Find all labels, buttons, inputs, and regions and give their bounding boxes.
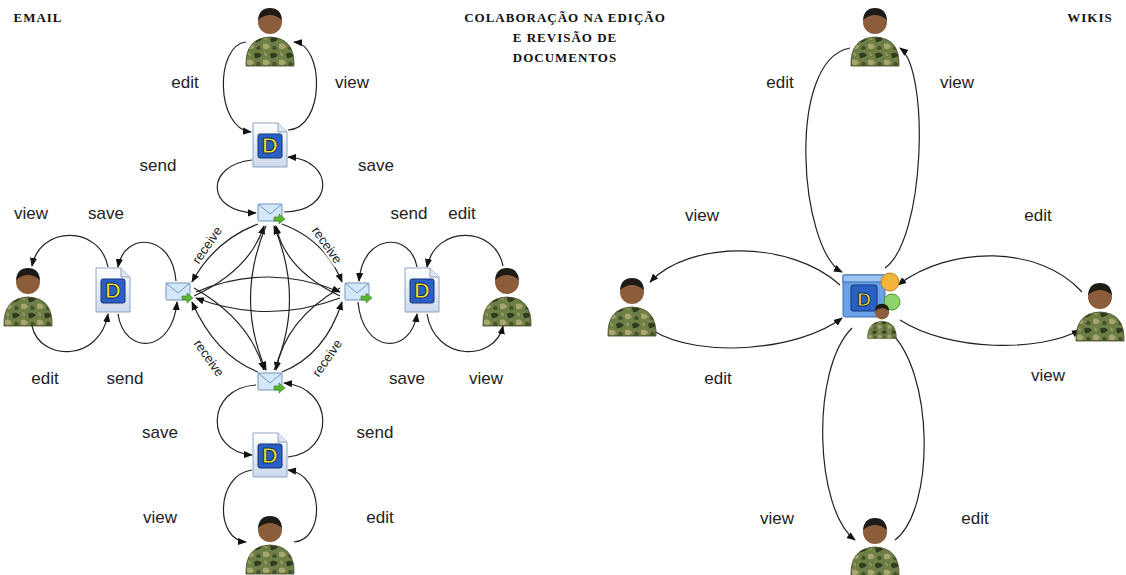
person-icons — [4, 268, 52, 326]
action-label: edit — [1022, 206, 1053, 225]
action-label: view — [467, 369, 505, 388]
email-icons — [258, 204, 285, 224]
wiki-icon — [843, 273, 900, 339]
action-label: view — [333, 73, 371, 92]
wiki-icon — [843, 275, 885, 282]
wiki-icon — [881, 273, 899, 291]
flow-arrows — [274, 226, 290, 370]
document-letter: D — [857, 290, 871, 309]
action-label: edit — [959, 509, 990, 528]
flow-arrows — [427, 235, 503, 267]
action-label: view — [12, 204, 50, 223]
action-label: send — [355, 423, 396, 442]
email-icons — [166, 283, 193, 303]
action-label: edit — [364, 508, 395, 527]
action-label: edit — [29, 369, 60, 388]
action-label: edit — [169, 73, 200, 92]
action-label: edit — [764, 73, 795, 92]
action-label: send — [138, 156, 179, 175]
flow-arrows — [196, 298, 340, 312]
document-letter: D — [105, 280, 121, 302]
wiki-icon — [868, 304, 897, 339]
action-label: edit — [702, 369, 733, 388]
person-icons — [851, 8, 899, 66]
flow-arrows — [650, 251, 840, 285]
document-icons — [96, 268, 130, 312]
action-label: receive — [191, 335, 228, 380]
action-label: view — [683, 206, 721, 225]
flow-arrows — [288, 470, 317, 542]
flow-arrows — [888, 330, 924, 540]
action-label: send — [105, 369, 146, 388]
document-icons — [253, 433, 287, 477]
action-label: edit — [446, 204, 477, 223]
person-icons — [608, 278, 656, 336]
flow-arrows — [223, 470, 252, 542]
document-icons — [253, 123, 287, 167]
flow-arrows — [885, 48, 919, 268]
flow-arrows — [898, 256, 1082, 292]
person-icons — [1076, 283, 1124, 341]
action-label: view — [141, 508, 179, 527]
flow-arrows — [806, 48, 850, 272]
action-label: send — [389, 204, 430, 223]
email-icons — [258, 373, 285, 393]
email-icons — [166, 204, 372, 393]
action-label: save — [140, 423, 180, 442]
action-label: save — [356, 156, 396, 175]
action-label: view — [758, 509, 796, 528]
diagram-title: COLABORAÇÃO NA EDIÇÃO E REVISÃO DE DOCUM… — [460, 8, 670, 68]
flow-arrows — [217, 385, 256, 455]
action-label: view — [1029, 366, 1067, 385]
document-letter: D — [262, 135, 278, 157]
flow-arrows — [196, 277, 340, 292]
action-label: save — [387, 369, 427, 388]
action-label: save — [86, 204, 126, 223]
action-label: receive — [309, 335, 346, 380]
flow-arrows — [284, 383, 323, 457]
person-icons — [851, 518, 899, 575]
flow-arrows — [284, 157, 323, 212]
person-icons — [246, 516, 294, 574]
action-label: receive — [309, 222, 346, 267]
wiki-icon — [851, 285, 877, 311]
person-icons — [246, 8, 294, 66]
flow-arrows — [900, 320, 1080, 345]
flow-arrows — [251, 226, 267, 370]
email-icons — [345, 283, 372, 303]
person-icons — [4, 8, 1124, 575]
flow-arrows — [652, 318, 842, 348]
document-letter: D — [262, 445, 278, 467]
person-icons — [483, 268, 531, 326]
document-icons — [96, 123, 439, 477]
flow-arrows — [217, 160, 256, 213]
section-heading: EMAIL — [13, 11, 62, 24]
flow-arrows — [823, 328, 855, 540]
flow-arrows — [32, 235, 108, 267]
section-heading: WIKIS — [1067, 11, 1112, 24]
flow-arrows — [32, 42, 1082, 542]
document-letter: D — [414, 280, 430, 302]
action-label: view — [938, 73, 976, 92]
document-icons — [405, 268, 439, 312]
